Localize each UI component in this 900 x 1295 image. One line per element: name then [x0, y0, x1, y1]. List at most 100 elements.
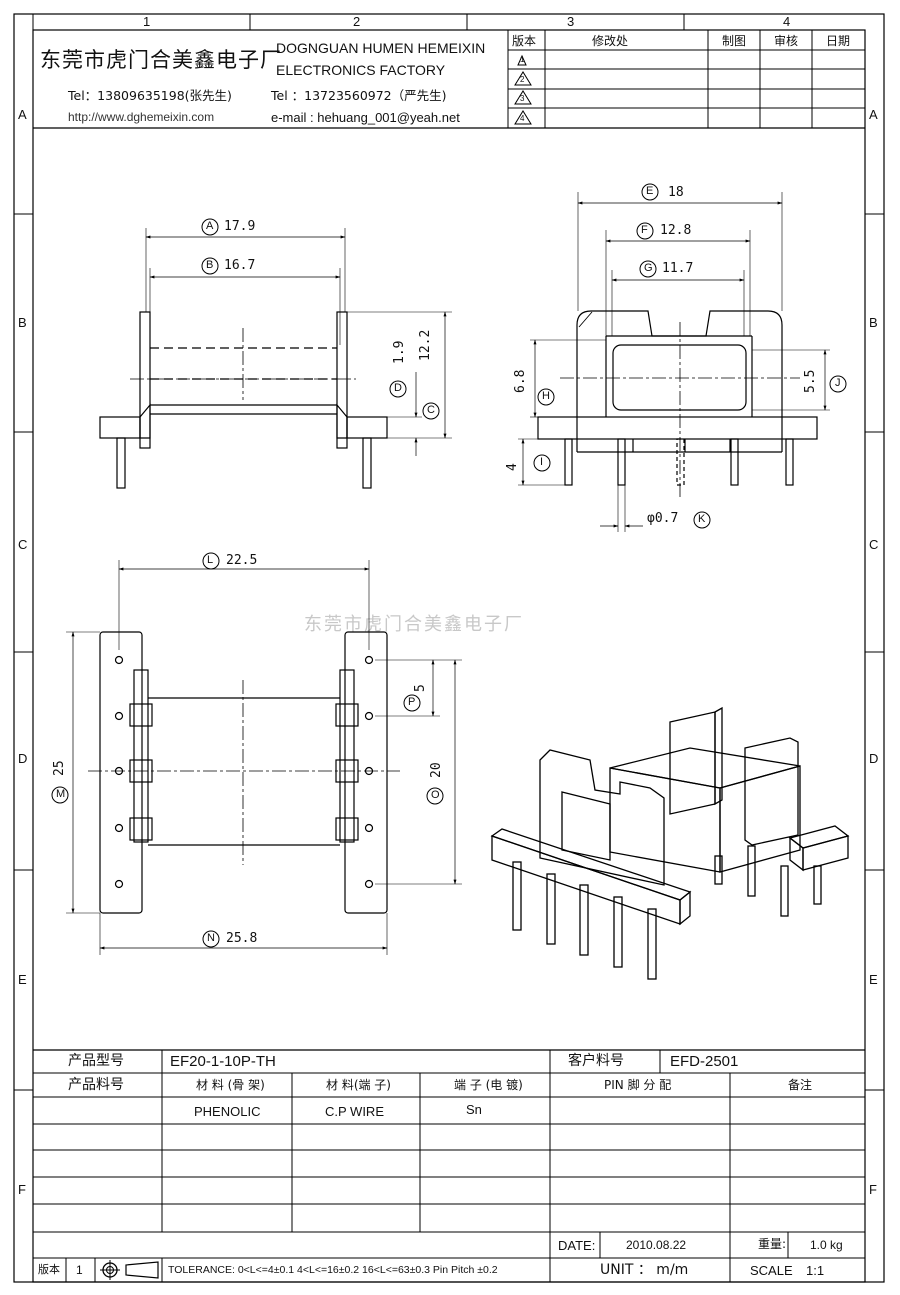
email-link[interactable]: e-mail : hehuang_001@yeah.net: [271, 110, 460, 125]
rev-version-number: 1: [520, 55, 525, 64]
dim-letter-j: J: [835, 377, 841, 389]
rev-header-version: 版本: [512, 34, 537, 48]
dim-letter-h: H: [542, 390, 550, 402]
zone-label-top: 2: [353, 14, 361, 29]
model-value: EF20-1-10P-TH: [170, 1053, 276, 1070]
col-header-note: 备注: [788, 1078, 813, 1092]
part-number-label: 产品料号: [68, 1077, 124, 1093]
scale-value: 1:1: [806, 1263, 825, 1278]
dim-value-h: 6.8: [513, 369, 528, 393]
date-label: DATE:: [558, 1238, 596, 1253]
dim-letter-o: O: [431, 789, 440, 801]
dim-value-f: 12.8: [660, 223, 692, 238]
tolerance-note: TOLERANCE: 0<L<=4±0.1 4<L<=16±0.2 16<L<=…: [168, 1264, 498, 1276]
dim-value-c: 12.2: [418, 329, 433, 361]
rev-header-change: 修改处: [592, 34, 629, 48]
rev-version-number: 4: [520, 114, 525, 123]
dim-letter-i: I: [540, 456, 544, 468]
version-label: 版本: [38, 1263, 60, 1276]
dim-letter-m: M: [56, 788, 66, 800]
bobbin-material-value: PHENOLIC: [194, 1104, 261, 1119]
date-value: 2010.08.22: [626, 1238, 687, 1252]
dim-letter-d: D: [394, 382, 402, 394]
company-name-cn: 东莞市虎门合美鑫电子厂: [40, 48, 282, 72]
dim-letter-f: F: [641, 224, 648, 236]
col-header-terminal-plating: 端 子 (电 镀): [454, 1078, 523, 1092]
zone-label-right: A: [869, 107, 878, 122]
zone-label-left: C: [18, 537, 28, 552]
rev-triangle-icon: [517, 54, 527, 66]
dim-value-g: 11.7: [662, 261, 694, 276]
unit-note: UNIT ： m/m: [600, 1262, 689, 1278]
dim-value-a: 17.9: [224, 219, 256, 234]
model-label: 产品型号: [68, 1053, 124, 1069]
terminal-material-value: C.P WIRE: [325, 1104, 384, 1119]
website-link[interactable]: http://www.dghemeixin.com: [68, 110, 215, 124]
rev-triangle-icon: [514, 71, 532, 86]
rev-version-number: 3: [520, 94, 525, 103]
version-value: 1: [76, 1263, 83, 1277]
col-header-pin-assignment: PIN 脚 分 配: [604, 1078, 672, 1092]
dim-letter-a: A: [206, 220, 214, 232]
zone-label-right: C: [869, 537, 879, 552]
zone-label-left: A: [18, 107, 27, 122]
dim-value-n: 25.8: [226, 931, 258, 946]
rev-triangle-icon: [514, 110, 532, 125]
dim-value-j: 5.5: [803, 369, 818, 393]
weight-value: 1.0 kg: [810, 1238, 843, 1252]
dim-letter-p: P: [408, 696, 416, 708]
zone-label-right: B: [869, 315, 878, 330]
phone-contact-1: Tel：13809635198(张先生): [68, 88, 232, 103]
front-view: [99, 228, 452, 489]
dim-value-d: 1.9: [392, 340, 407, 364]
top-view: [66, 560, 462, 955]
dim-letter-c: C: [427, 404, 435, 416]
dim-value-p: 5: [413, 684, 428, 692]
col-header-terminal-material: 材 料(端 子): [326, 1078, 391, 1092]
rev-header-drawn: 制图: [722, 34, 747, 48]
scale-label: SCALE: [750, 1263, 793, 1278]
zone-label-top: 1: [143, 14, 151, 29]
dim-letter-l: L: [207, 554, 214, 566]
dim-letter-k: K: [698, 513, 706, 525]
side-view: [518, 192, 830, 532]
dimension-callouts: [51, 183, 847, 948]
weight-label: 重量:: [758, 1237, 787, 1251]
zone-label-left: B: [18, 315, 27, 330]
dim-value-b: 16.7: [224, 258, 256, 273]
customer-part-value: EFD-2501: [670, 1053, 739, 1070]
zone-label-right: F: [869, 1182, 877, 1197]
plating-value: Sn: [466, 1102, 482, 1117]
dim-value-l: 22.5: [226, 553, 258, 568]
rev-version-number: 2: [520, 75, 525, 84]
dim-letter-n: N: [207, 932, 215, 944]
dim-letter-e: E: [646, 185, 654, 197]
pin-hole-icon: [114, 655, 374, 889]
zone-label-left: D: [18, 751, 28, 766]
rev-header-check: 审核: [774, 34, 799, 48]
dim-letter-b: B: [206, 259, 214, 271]
zone-label-left: E: [18, 972, 27, 987]
phone-contact-2: Tel ：13723560972（严先生): [271, 88, 447, 103]
dim-letter-g: G: [644, 262, 653, 274]
rev-header-date: 日期: [826, 34, 851, 48]
zone-label-left: F: [18, 1182, 26, 1197]
company-name-en-line1: DOGNGUAN HUMEN HEMEIXIN: [276, 40, 486, 56]
projection-symbol-icon: [100, 1260, 159, 1280]
dim-value-o: 20: [429, 762, 444, 778]
rev-triangle-icon: [514, 90, 532, 105]
watermark-text: 东莞市虎门合美鑫电子厂: [304, 614, 524, 635]
customer-part-label: 客户料号: [568, 1053, 624, 1069]
zone-label-right: D: [869, 751, 879, 766]
dim-value-m: 25: [52, 760, 67, 776]
isometric-view: [490, 706, 850, 980]
dim-value-k: φ0.7: [647, 511, 679, 526]
dim-value-e: 18: [668, 185, 684, 200]
company-name-en-line2: ELECTRONICS FACTORY: [276, 62, 446, 78]
zone-label-top: 3: [567, 14, 575, 29]
dim-value-i: 4: [505, 463, 520, 471]
zone-label-top: 4: [783, 14, 791, 29]
col-header-bobbin-material: 材 料 (骨 架): [196, 1078, 265, 1092]
